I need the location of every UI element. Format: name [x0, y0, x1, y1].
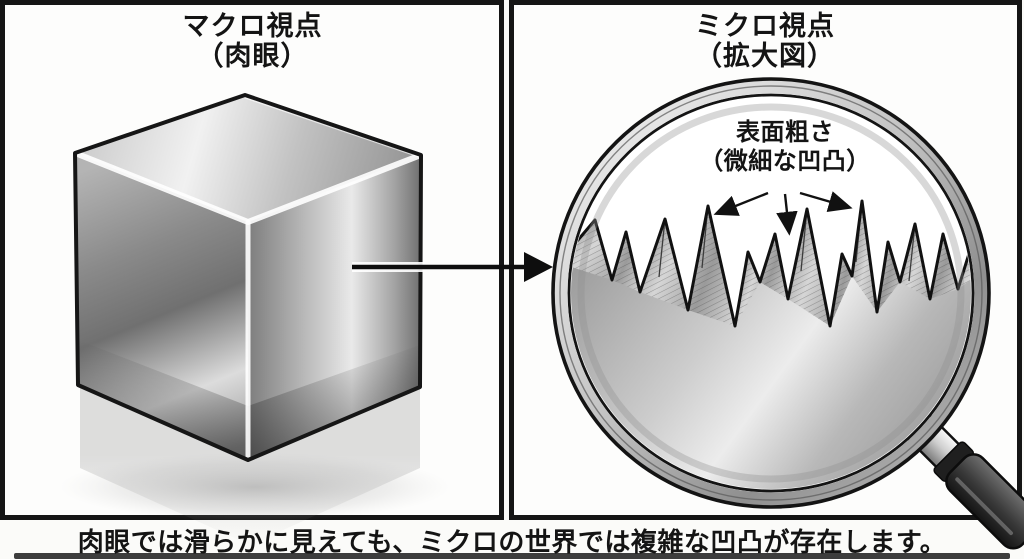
- surface-profile: [571, 103, 971, 489]
- zoom-arrow-head: [524, 252, 553, 282]
- surface-roughness-label: 表面粗さ （微細な凹凸）: [640, 118, 930, 176]
- lens-rim: [551, 77, 991, 509]
- right-panel-title-line2: （拡大図）: [695, 41, 835, 72]
- surface-teeth-hatching: [571, 201, 971, 326]
- surface-roughness-label-line2: （微細な凹凸）: [699, 147, 871, 175]
- annotation-arrows: [713, 191, 853, 236]
- right-panel-title: ミクロ視点 （拡大図）: [512, 12, 1018, 72]
- metal-cube-illustration: [60, 93, 450, 545]
- left-panel-title-line2: （肉眼）: [196, 41, 309, 72]
- handle-grip: [945, 453, 1024, 550]
- bottom-caption: 肉眼では滑らかに見えても、ミクロの世界では複雑な凹凸が存在します。: [77, 528, 947, 558]
- zoom-arrow: [352, 252, 553, 282]
- surface-profile-outline: [571, 199, 971, 328]
- magnifying-glass-illustration: [551, 77, 1024, 550]
- cube-outline: [73, 93, 423, 462]
- surface-roughness-label-line1: 表面粗さ: [736, 118, 834, 146]
- left-panel-title: マクロ視点 （肉眼）: [4, 12, 501, 72]
- bottom-edge-strip: [14, 553, 1010, 559]
- left-panel-title-line1: マクロ視点: [182, 11, 323, 42]
- right-panel-title-line1: ミクロ視点: [695, 11, 835, 42]
